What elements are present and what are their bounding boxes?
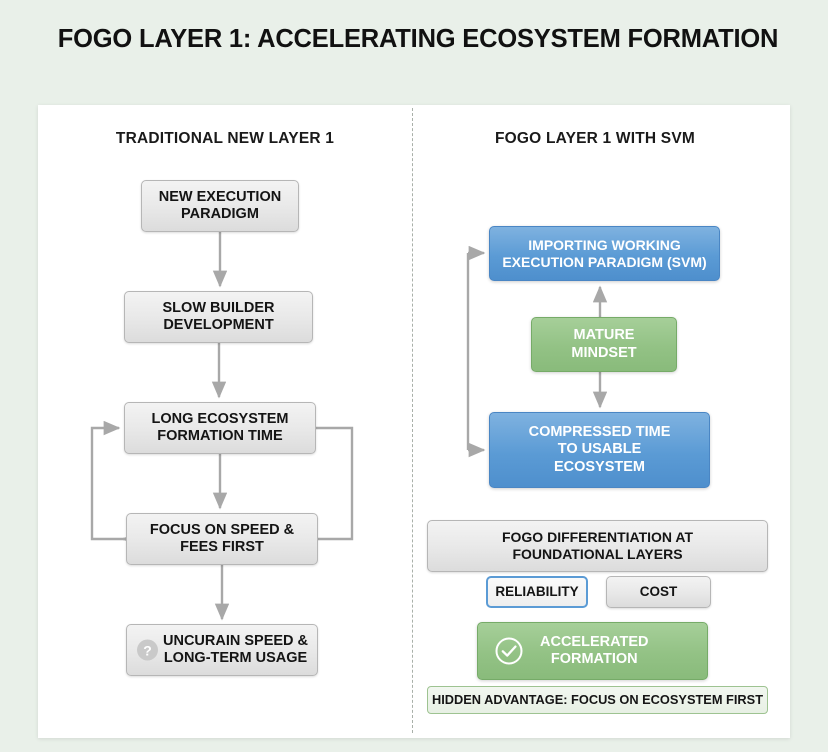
node-focus-on-speed-fees-first[interactable]: FOCUS ON SPEED & FEES FIRST — [126, 513, 318, 565]
node-new-execution-paradigm[interactable]: NEW EXECUTION PARADIGM — [141, 180, 299, 232]
node-slow-builder-development[interactable]: SLOW BUILDER DEVELOPMENT — [124, 291, 313, 343]
check-circle-icon — [495, 637, 523, 665]
node-label: ACCELERATED FORMATION — [540, 633, 649, 667]
node-accelerated-formation[interactable]: ACCELERATED FORMATION — [477, 622, 708, 680]
node-long-ecosystem-formation-time[interactable]: LONG ECOSYSTEM FORMATION TIME — [124, 402, 316, 454]
node-label: UNCURAIN SPEED & LONG-TERM USAGE — [163, 632, 309, 666]
node-reliability[interactable]: RELIABILITY — [486, 576, 588, 608]
node-compressed-time-to-usable-ecosystem[interactable]: COMPRESSED TIME TO USABLE ECOSYSTEM — [489, 412, 710, 488]
column-heading-traditional: TRADITIONAL NEW LAYER 1 — [115, 130, 335, 147]
node-fogo-differentiation-at-foundational-layers[interactable]: FOGO DIFFERENTIATION AT FOUNDATIONAL LAY… — [427, 520, 768, 572]
node-uncurain-speed-long-term-usage[interactable]: ? UNCURAIN SPEED & LONG-TERM USAGE — [126, 624, 318, 676]
question-mark-icon: ? — [137, 639, 158, 661]
node-hidden-advantage[interactable]: HIDDEN ADVANTAGE: FOCUS ON ECOSYSTEM FIR… — [427, 686, 768, 714]
node-cost[interactable]: COST — [606, 576, 711, 608]
node-mature-mindset[interactable]: MATURE MINDSET — [531, 317, 677, 372]
column-divider — [412, 108, 413, 733]
page-title: FOGO LAYER 1: ACCELERATING ECOSYSTEM FOR… — [57, 25, 779, 53]
column-heading-fogo: FOGO LAYER 1 WITH SVM — [495, 130, 695, 147]
node-importing-working-execution-paradigm[interactable]: IMPORTING WORKING EXECUTION PARADIGM (SV… — [489, 226, 720, 281]
